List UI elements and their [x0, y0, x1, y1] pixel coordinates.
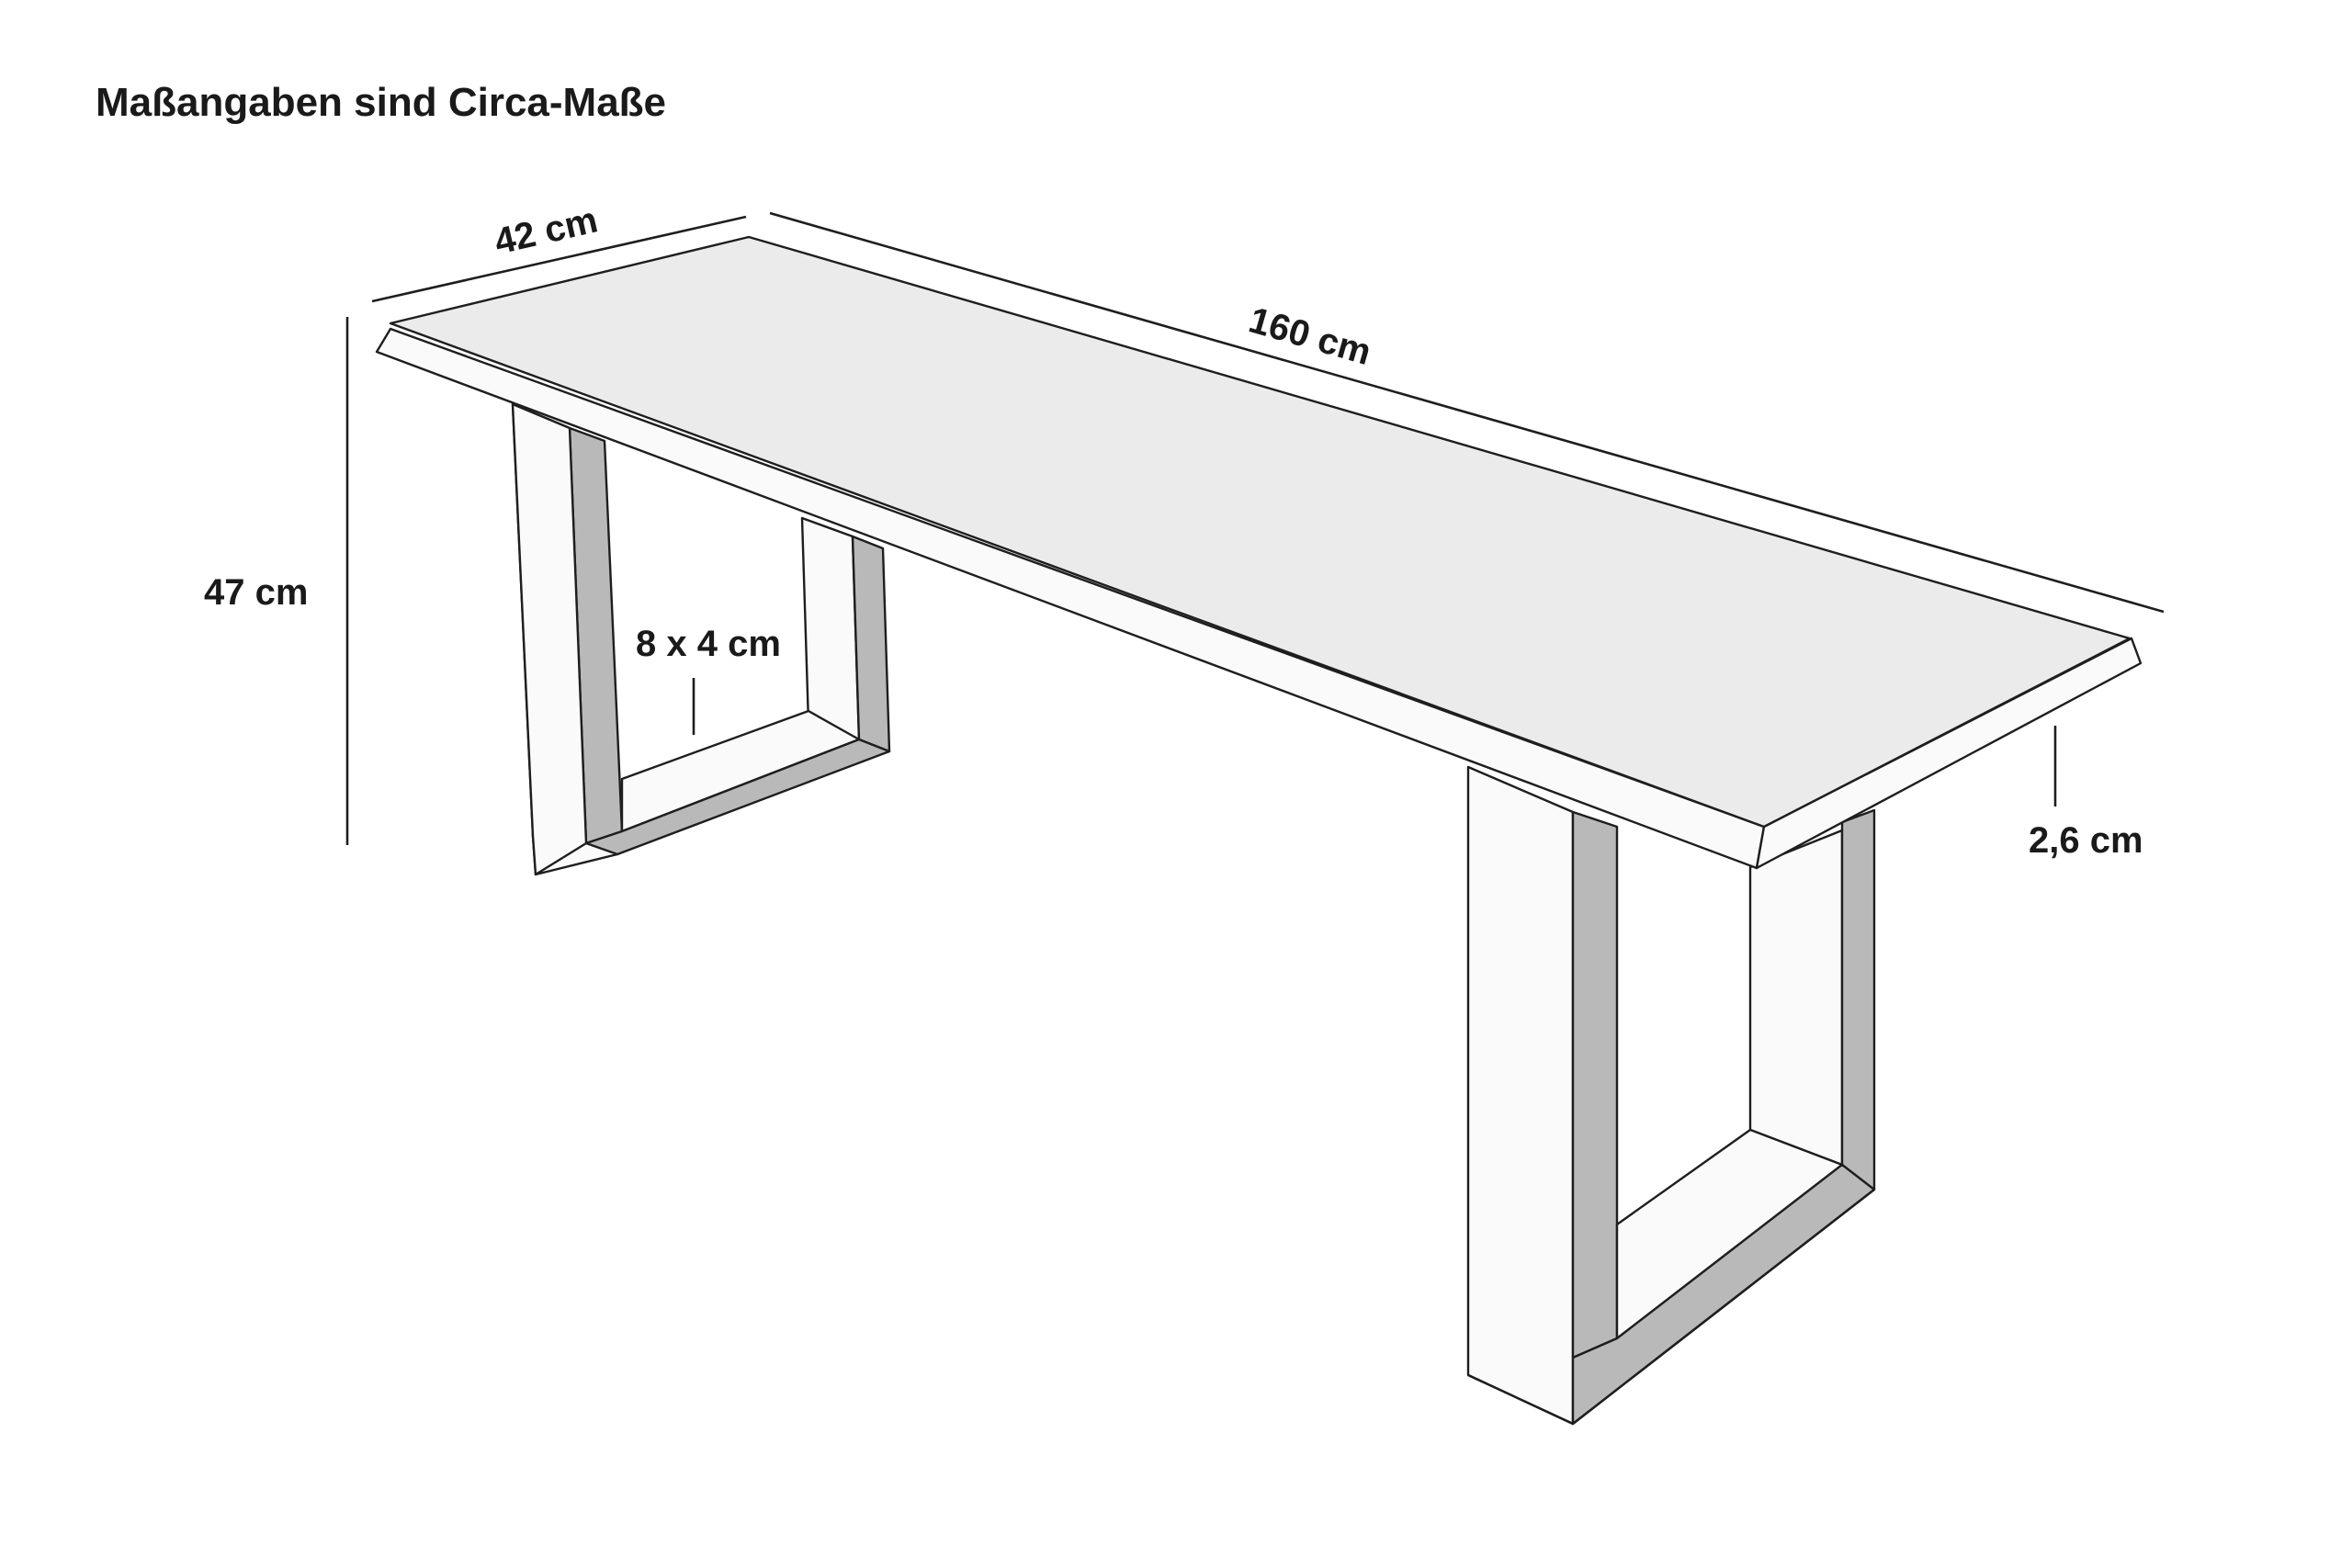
top-thickness-label: 2,6 cm	[2029, 820, 2143, 861]
right-leg-front-post-shade	[1571, 810, 1619, 1359]
left-leg-rear-post	[800, 516, 861, 741]
right-leg	[1466, 765, 1876, 1426]
bench-top-surface	[389, 235, 2132, 829]
leg-profile-label: 8 x 4 cm	[636, 624, 781, 664]
right-leg-rear-post-shade	[1840, 808, 1876, 1191]
left-leg	[511, 402, 891, 876]
right-leg-rear-post	[1748, 829, 1844, 1167]
left-leg-front-post-outer	[511, 402, 588, 876]
left-leg-rear-post-shade	[851, 535, 891, 753]
right-leg-bottom-edge	[1467, 1189, 1875, 1426]
height-label: 47 cm	[204, 572, 308, 613]
dimension-lines	[345, 211, 2165, 845]
length-label: 160 cm	[1245, 299, 1376, 373]
bench-top	[375, 235, 2143, 870]
right-leg-front-post-outer	[1466, 765, 1575, 1426]
left-leg-crossbar-shade	[584, 738, 891, 856]
length-dimension-line	[769, 211, 2165, 614]
depth-dimension-line	[371, 215, 747, 303]
page-title: Maßangaben sind Circa-Maße	[96, 80, 666, 125]
